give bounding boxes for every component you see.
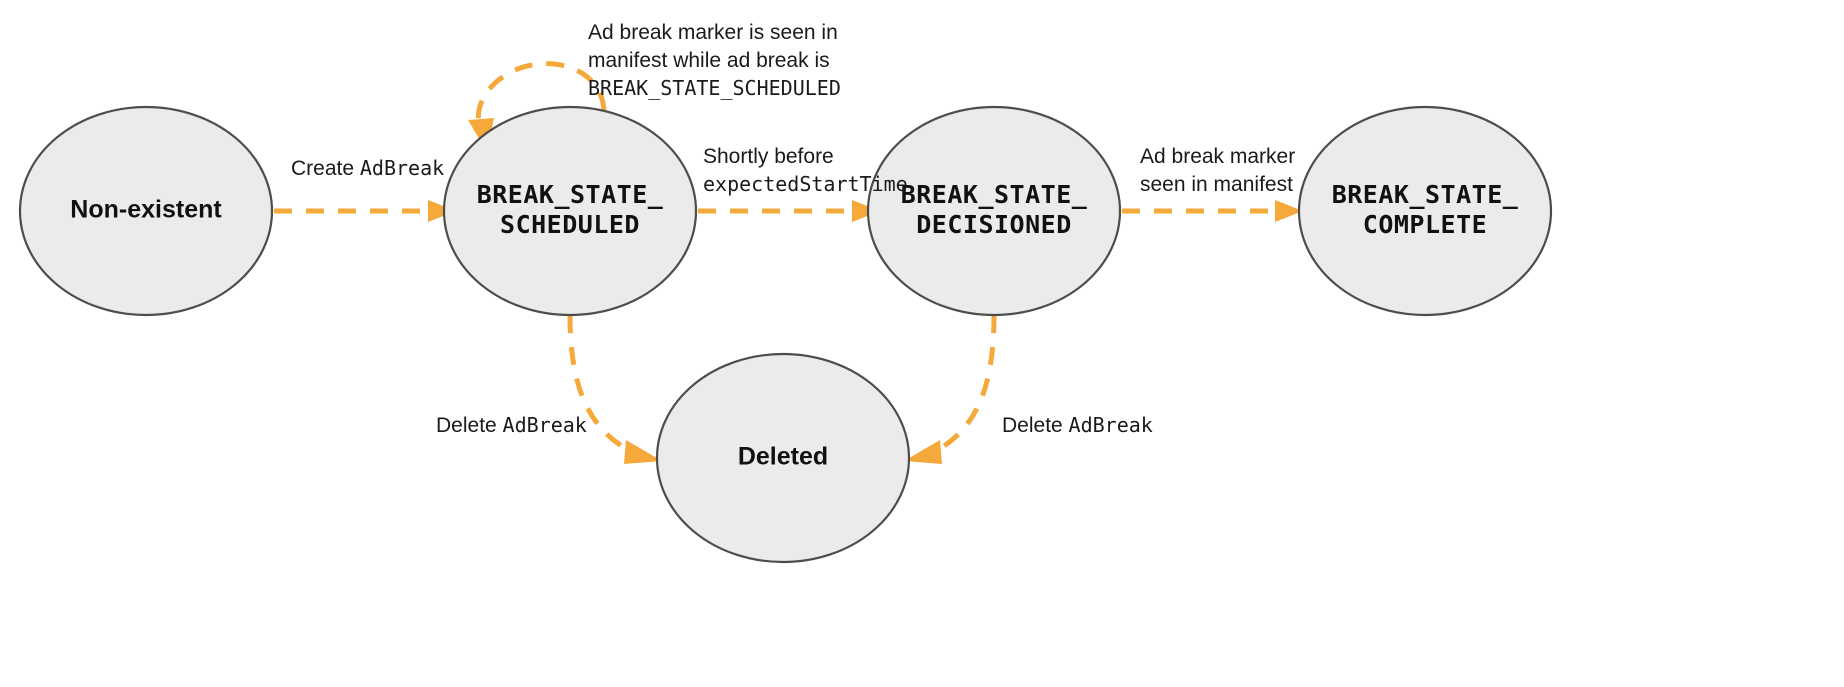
edge-create-adbreak [274,200,456,222]
edge-label-delete-adbreak-decisioned-text: Delete AdBreak [1002,413,1153,437]
arrowhead-icon [428,200,456,222]
edge-label-scheduled-self-loop-line2: manifest while ad break is [588,49,830,72]
node-break-state-complete-label-line1: BREAK_STATE_ [1332,180,1519,209]
node-break-state-complete-label-line2: COMPLETE [1363,210,1487,239]
edge-label-delete-adbreak-decisioned-seg0: Delete [1002,414,1069,437]
node-break-state-decisioned-label-line2: DECISIONED [916,210,1072,239]
edge-label-ad-break-marker-seen-line1: Ad break marker [1140,145,1295,168]
arrowhead-icon [624,440,662,464]
edge-label-delete-adbreak-scheduled-seg1: AdBreak [503,413,587,437]
node-deleted[interactable]: Deleted [655,352,911,564]
node-non-existent-label: Non-existent [70,196,222,224]
edge-label-scheduled-self-loop-line3: BREAK_STATE_SCHEDULED [588,76,841,100]
edge-label-scheduled-self-loop: Ad break marker is seen in manifest whil… [588,21,841,100]
edge-label-scheduled-self-loop-line1: Ad break marker is seen in [588,21,838,44]
edge-label-ad-break-marker-seen-line2: seen in manifest [1140,173,1293,196]
arrowhead-icon [1275,200,1303,222]
edge-label-create-adbreak-seg1: AdBreak [360,156,444,180]
edge-label-ad-break-marker-seen: Ad break marker seen in manifest [1140,145,1295,196]
edge-label-shortly-before-line1: Shortly before [703,145,834,168]
edge-ad-break-marker-seen [1122,200,1303,222]
edge-label-delete-adbreak-scheduled-seg0: Delete [436,414,503,437]
node-break-state-scheduled-shape[interactable] [442,105,698,317]
node-deleted-label: Deleted [738,443,828,471]
edge-scheduled-self-loop-line [475,61,607,127]
arrowhead-icon [852,200,880,222]
node-break-state-decisioned-shape[interactable] [866,105,1122,317]
node-break-state-decisioned[interactable]: BREAK_STATE_ DECISIONED [866,105,1122,317]
edge-delete-adbreak-decisioned-line [932,314,997,455]
edge-label-shortly-before: Shortly before expectedStartTime [703,145,908,196]
node-non-existent-shape[interactable] [18,105,274,317]
edge-delete-adbreak-scheduled [567,314,662,464]
edge-label-delete-adbreak-scheduled: Delete AdBreak [436,413,587,437]
node-break-state-complete-shape[interactable] [1297,105,1553,317]
edge-label-delete-adbreak-scheduled-text: Delete AdBreak [436,413,587,437]
node-break-state-complete[interactable]: BREAK_STATE_ COMPLETE [1297,105,1553,317]
edge-shortly-before [698,200,880,222]
arrowhead-icon [904,440,942,464]
node-deleted-shape[interactable] [655,352,911,564]
node-non-existent[interactable]: Non-existent [18,105,274,317]
edge-label-delete-adbreak-decisioned: Delete AdBreak [1002,413,1153,437]
edge-delete-adbreak-decisioned [904,314,997,464]
node-break-state-scheduled[interactable]: BREAK_STATE_ SCHEDULED [442,105,698,317]
edge-label-create-adbreak-seg0: Create [291,157,360,180]
node-break-state-scheduled-label-line1: BREAK_STATE_ [477,180,664,209]
node-break-state-scheduled-label-line2: SCHEDULED [500,210,640,239]
edge-delete-adbreak-scheduled-line [567,314,634,455]
edge-label-shortly-before-line2: expectedStartTime [703,172,908,196]
edge-label-delete-adbreak-decisioned-seg1: AdBreak [1069,413,1153,437]
edge-label-create-adbreak: Create AdBreak [291,156,444,180]
node-break-state-decisioned-label-line1: BREAK_STATE_ [901,180,1088,209]
edge-label-create-adbreak-text: Create AdBreak [291,156,444,180]
